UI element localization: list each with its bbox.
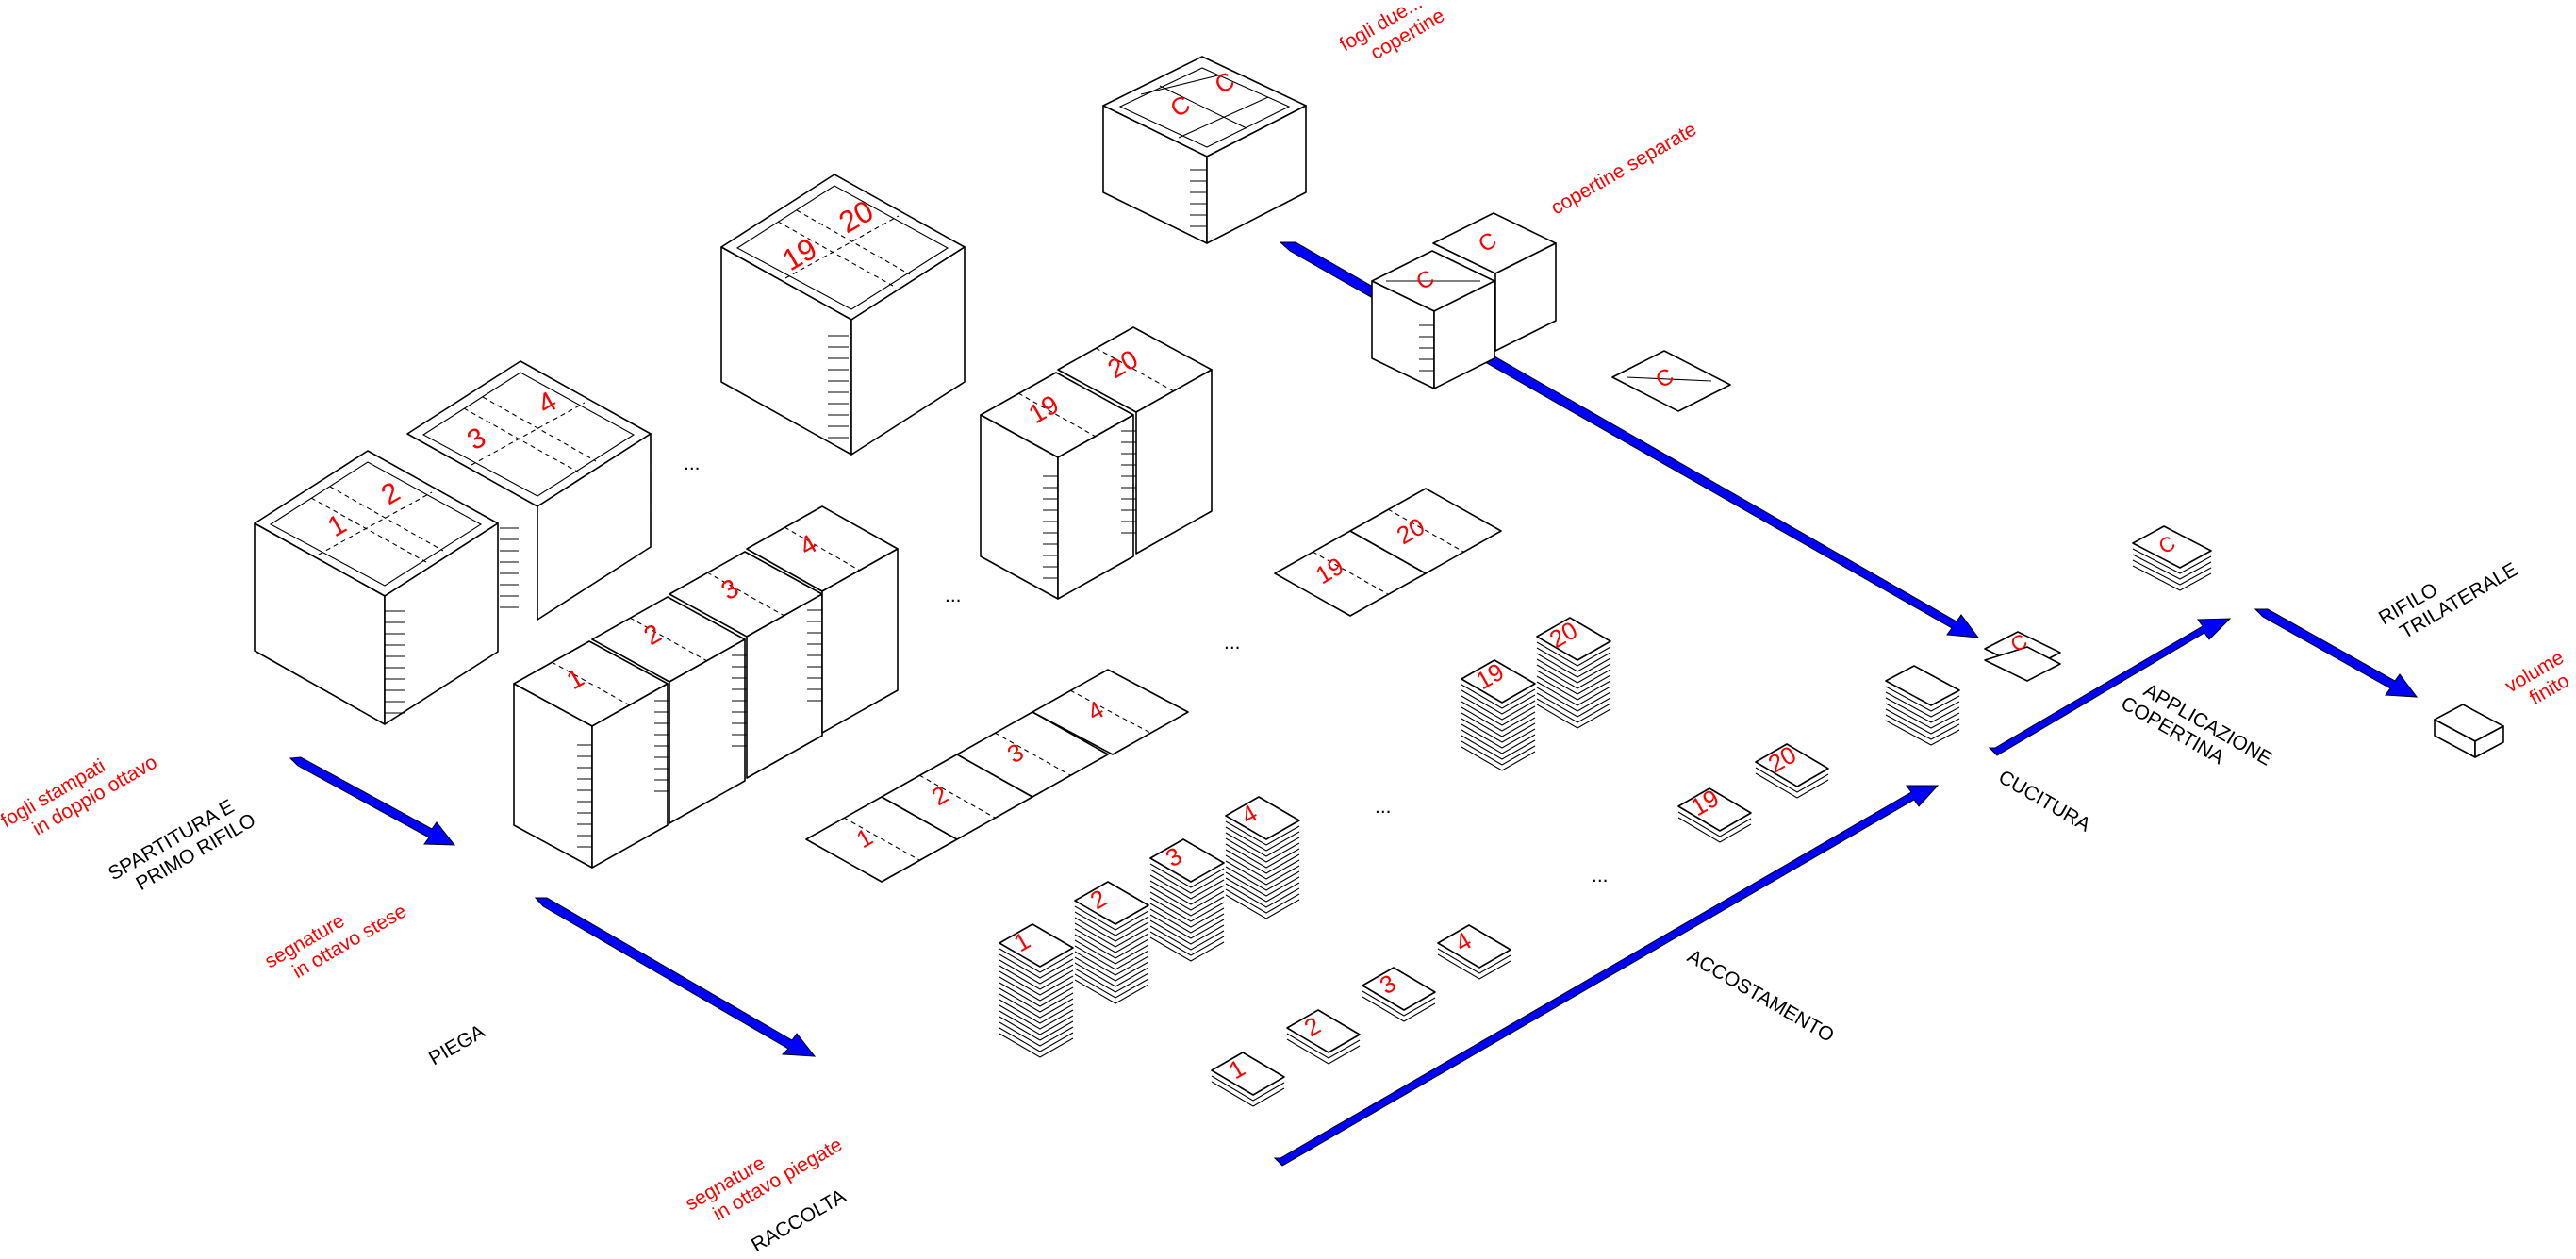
label-rifilo: RIFILOTRILATERALE [2375, 539, 2521, 650]
svg-text:APPLICAZIONECOPERTINA: APPLICAZIONECOPERTINA [2117, 672, 2275, 789]
flat-signature-20: 20 [1349, 488, 1502, 574]
label-piega: PIEGA [425, 1020, 488, 1069]
covered-book-stack: C [2132, 525, 2212, 591]
label-applicazione: APPLICAZIONECOPERTINA [2117, 672, 2275, 789]
arrow-piega [534, 897, 817, 1057]
cover-application: C [1984, 629, 2061, 682]
sheet-stack-3-4: 3 4 [406, 360, 652, 621]
svg-text:fogli stampatiin doppio ottavo: fogli stampatiin doppio ottavo [0, 732, 161, 852]
sewn-book-block [1885, 665, 1960, 746]
sheet-stack-1-2: 1 2 [254, 450, 499, 725]
ellipsis: ... [1375, 796, 1392, 818]
ellipsis: ... [1224, 632, 1241, 654]
label-segnature-stese: segnaturein ottavo stese [261, 881, 410, 992]
folded-stack-4: 4 [1225, 796, 1300, 919]
svg-text:RIFILOTRILATERALE: RIFILOTRILATERALE [2375, 539, 2521, 650]
signature-stack-20: 20 [1057, 326, 1213, 555]
label-copertine-separate: copertine separate [1547, 118, 1700, 219]
svg-text:SPARTITURA EPRIMO RIFILO: SPARTITURA EPRIMO RIFILO [105, 789, 259, 904]
label-fogli-copertine: fogli due...copertine [1336, 0, 1448, 75]
svg-text:segnaturein ottavo stese: segnaturein ottavo stese [261, 881, 410, 992]
label-line: PIEGA [425, 1020, 488, 1069]
flat-signature-4: 4 [1032, 669, 1189, 755]
signature-stack-19: 19 [980, 372, 1134, 600]
folded-signature-stacks: 1 2 3 4 19 20 ... [999, 616, 1611, 1058]
label-line: ACCOSTAMENTO [1684, 945, 1838, 1047]
label-line: copertine separate [1547, 118, 1700, 219]
svg-text:fogli due...copertine: fogli due...copertine [1336, 0, 1448, 75]
arrow-spartitura [289, 756, 456, 846]
label-accostamento: ACCOSTAMENTO [1684, 945, 1838, 1047]
ellipsis: ... [945, 585, 962, 606]
single-folded-3: 3 [1362, 967, 1436, 1022]
folded-stack-1: 1 [999, 923, 1074, 1058]
finished-volume [2434, 704, 2504, 758]
folded-stack-3: 3 [1149, 838, 1225, 962]
ellipsis: ... [1592, 865, 1609, 886]
cut-signature-stacks: 1 2 3 4 19 [513, 326, 1213, 869]
separated-cover-stacks: C C [1371, 212, 1557, 389]
label-cucitura: CUCITURA [1995, 766, 2094, 836]
single-folded-2: 2 [1286, 1009, 1361, 1065]
arrow-cucitura [1988, 618, 2232, 756]
signature-stack-1: 1 [513, 640, 669, 869]
arrow-rifilo [2254, 608, 2419, 698]
printed-sheet-stacks: 1 2 3 4 19 20 [254, 174, 966, 725]
ellipsis: ... [684, 453, 701, 474]
single-folded-20: 20 [1755, 740, 1829, 799]
flat-signature-3: 3 [956, 711, 1109, 798]
folded-stack-2: 2 [1074, 881, 1149, 1004]
label-fogli-stampati: fogli stampatiin doppio ottavo [0, 732, 161, 852]
sheet-stack-19-20: 19 20 [720, 174, 966, 456]
single-folded-1: 1 [1211, 1052, 1285, 1107]
folded-stack-20: 20 [1536, 616, 1611, 729]
single-folded-19: 19 [1677, 784, 1752, 843]
folded-stack-19: 19 [1461, 657, 1536, 771]
cover-sheet-stack: C C [1102, 56, 1307, 244]
single-folded-signatures: 1 2 3 4 19 20 ... [1211, 740, 1829, 1107]
label-volume-finito: volumefinito [2502, 647, 2576, 718]
flat-signatures: 1 2 3 4 19 20 ... [805, 488, 1502, 883]
label-spartitura: SPARTITURA EPRIMO RIFILO [105, 789, 259, 904]
signature-stack-4: 4 [746, 505, 899, 734]
cover-sheets: C C C C C [1102, 56, 1731, 412]
single-folded-4: 4 [1437, 924, 1511, 980]
single-cover: C [1611, 350, 1731, 412]
arrow-accostamento [1273, 785, 1940, 1167]
label-line: CUCITURA [1995, 766, 2094, 836]
signature-stack-2: 2 [591, 596, 746, 824]
svg-text:volumefinito: volumefinito [2502, 647, 2576, 718]
